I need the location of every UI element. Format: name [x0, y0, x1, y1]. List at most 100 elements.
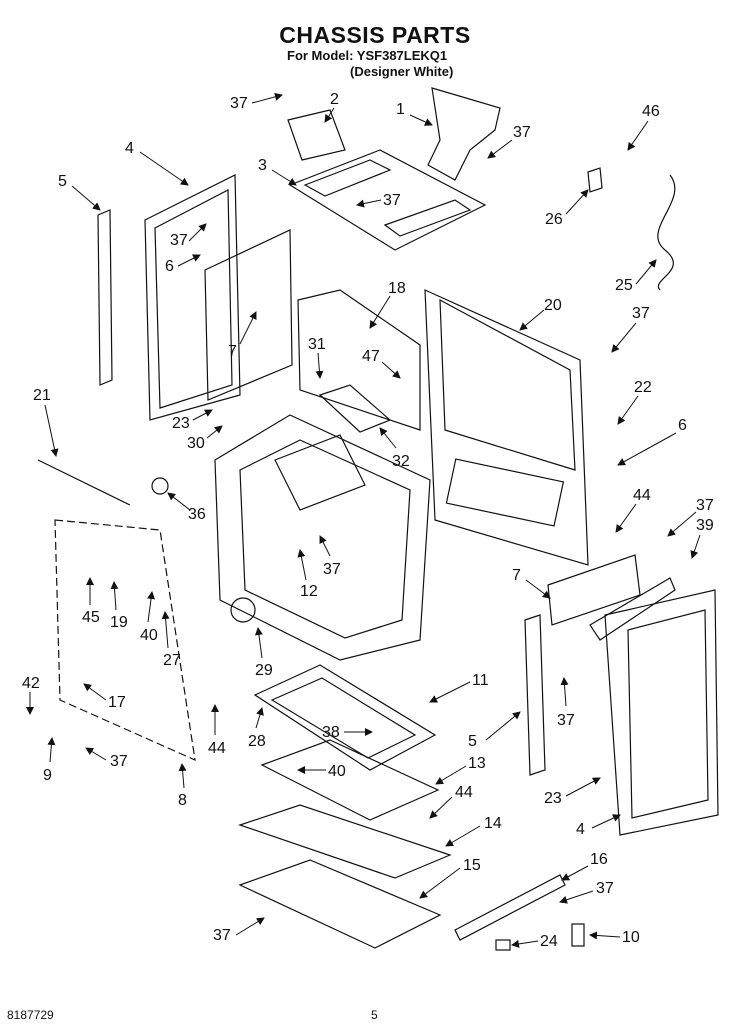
callout-7-b: 7 — [512, 567, 551, 599]
callout-7-a: 7 — [228, 311, 257, 360]
vent-bracket — [287, 109, 346, 161]
callout-number: 42 — [22, 675, 40, 692]
burner-cap — [230, 597, 256, 623]
callout-number: 46 — [642, 103, 660, 120]
callout-number: 38 — [322, 724, 340, 741]
door-frame-left — [54, 519, 196, 761]
callout-number: 37 — [696, 497, 714, 514]
burner-box-top — [288, 149, 487, 251]
callout-30: 30 — [187, 425, 223, 452]
callout-number: 28 — [248, 733, 266, 750]
drawer — [260, 739, 440, 821]
callout-number: 23 — [172, 415, 190, 432]
clip — [495, 939, 511, 951]
callout-14: 14 — [445, 815, 502, 847]
callout-37-g: 37 — [319, 535, 341, 578]
vent-duct — [427, 87, 501, 181]
plug-button — [151, 477, 169, 495]
callout-21: 21 — [33, 387, 59, 457]
callout-38: 38 — [322, 724, 373, 741]
callout-number: 20 — [544, 297, 562, 314]
callout-number: 37 — [110, 753, 128, 770]
document-number: 8187729 — [7, 1008, 54, 1022]
callout-23-b: 23 — [544, 777, 601, 807]
callout-number: 7 — [512, 567, 521, 584]
callout-number: 10 — [622, 929, 640, 946]
callout-number: 15 — [463, 857, 481, 874]
callout-number: 37 — [170, 232, 188, 249]
bracket — [587, 167, 603, 193]
callout-number: 37 — [513, 124, 531, 141]
trim-strip — [97, 209, 113, 386]
callout-number: 3 — [258, 157, 267, 174]
callout-47: 47 — [362, 348, 401, 379]
callout-number: 1 — [396, 101, 405, 118]
callout-9: 9 — [43, 737, 56, 784]
callout-number: 37 — [596, 880, 614, 897]
callout-2: 2 — [324, 91, 339, 123]
insulation-panel-right — [547, 554, 641, 626]
drawer-panel — [238, 804, 452, 879]
callout-number: 27 — [163, 652, 181, 669]
callout-number: 6 — [678, 417, 687, 434]
callout-31: 31 — [308, 336, 326, 379]
callout-37-k: 37 — [213, 917, 265, 944]
igniter-assembly — [318, 384, 392, 433]
callout-number: 37 — [632, 305, 650, 322]
callout-number: 4 — [576, 821, 585, 838]
callout-number: 44 — [633, 487, 651, 504]
callout-36: 36 — [167, 492, 206, 523]
callout-15: 15 — [419, 857, 481, 899]
callout-number: 11 — [472, 672, 489, 689]
callout-number: 32 — [392, 453, 410, 470]
callout-29: 29 — [254, 627, 273, 679]
rear-panel — [424, 289, 589, 566]
callout-37-h: 37 — [557, 677, 575, 729]
callout-number: 24 — [540, 933, 558, 950]
callout-8: 8 — [178, 763, 187, 809]
callout-number: 37 — [557, 712, 575, 729]
side-panel-left — [144, 174, 241, 421]
callout-40-b: 40 — [297, 763, 346, 780]
callout-6-a: 6 — [165, 254, 201, 275]
callout-40-a: 40 — [140, 591, 158, 644]
callout-44-c: 44 — [429, 784, 473, 819]
callout-37-j: 37 — [559, 880, 614, 904]
callout-number: 12 — [300, 583, 318, 600]
callout-number: 9 — [43, 767, 52, 784]
callout-number: 44 — [455, 784, 473, 801]
callout-number: 23 — [544, 790, 562, 807]
callout-number: 39 — [696, 517, 714, 534]
callout-number: 37 — [323, 561, 341, 578]
leveling-leg — [571, 923, 585, 947]
callout-3: 3 — [258, 157, 297, 186]
callout-45: 45 — [82, 577, 100, 626]
callout-number: 45 — [82, 609, 100, 626]
callout-44-a: 44 — [615, 487, 651, 533]
callout-39: 39 — [690, 517, 714, 559]
callout-6-b: 6 — [617, 417, 687, 466]
callout-number: 25 — [615, 277, 633, 294]
model-variant: (Designer White) — [350, 64, 454, 79]
callout-number: 6 — [165, 258, 174, 275]
callout-number: 5 — [58, 173, 67, 190]
callout-number: 5 — [468, 733, 477, 750]
callout-number: 14 — [484, 815, 502, 832]
callout-20: 20 — [519, 297, 562, 331]
callout-number: 40 — [140, 627, 158, 644]
callout-number: 2 — [330, 91, 339, 108]
page-title: CHASSIS PARTS — [279, 22, 471, 48]
callout-37-f: 37 — [667, 497, 714, 537]
callout-32: 32 — [379, 427, 410, 470]
callout-number: 36 — [188, 506, 206, 523]
callout-number: 22 — [634, 379, 652, 396]
callout-17: 17 — [83, 683, 126, 711]
callout-44-b: 44 — [208, 704, 226, 757]
callout-number: 40 — [328, 763, 346, 780]
callout-number: 18 — [388, 280, 406, 297]
oven-gasket — [297, 289, 421, 431]
callout-37-b: 37 — [487, 124, 531, 159]
callout-25: 25 — [615, 259, 657, 294]
callout-12: 12 — [297, 549, 318, 600]
